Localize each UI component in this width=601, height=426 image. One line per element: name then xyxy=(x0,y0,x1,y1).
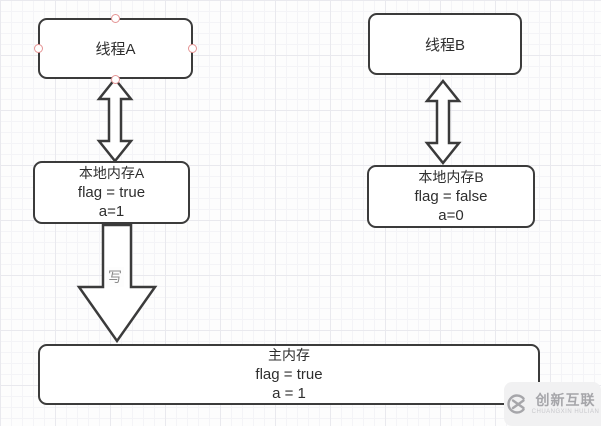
selection-handle-left[interactable] xyxy=(34,44,43,53)
cx-circle-x-logo-icon xyxy=(506,394,525,414)
watermark: 创新互联 CHUANGXIN HULIAN xyxy=(504,382,601,426)
watermark-brand: 创新互联 xyxy=(535,392,596,408)
selection-handle-bottom[interactable] xyxy=(111,75,120,84)
selection-handle-right[interactable] xyxy=(188,44,197,53)
shape-thread-b[interactable]: 线程B xyxy=(368,13,522,75)
local-memory-a-title: 本地内存A xyxy=(78,165,145,181)
main-memory-title: 主内存 xyxy=(268,347,310,363)
shape-main-memory[interactable]: 主内存 flag = true a = 1 xyxy=(38,344,540,405)
shape-local-memory-a[interactable]: 本地内存A flag = true a=1 xyxy=(33,161,190,224)
local-memory-b-title: 本地内存B xyxy=(418,169,484,185)
thread-b-label: 线程B xyxy=(424,36,465,54)
local-memory-b-flag: flag = false xyxy=(414,188,488,205)
write-edge-label[interactable]: 写 xyxy=(106,267,124,287)
main-memory-value: a = 1 xyxy=(272,385,306,402)
local-memory-a-flag: flag = true xyxy=(77,184,146,201)
thread-a-label: 线程A xyxy=(95,41,136,58)
bidirectional-arrow-b[interactable] xyxy=(421,78,465,166)
shape-local-memory-b[interactable]: 本地内存B flag = false a=0 xyxy=(367,165,535,228)
local-memory-b-value: a=0 xyxy=(438,207,464,224)
bidirectional-arrow-a[interactable] xyxy=(93,76,137,164)
watermark-text-column: 创新互联 CHUANGXIN HULIAN xyxy=(532,393,600,415)
shape-thread-a[interactable]: 线程A xyxy=(38,18,193,79)
selection-handle-top[interactable] xyxy=(111,14,120,23)
main-memory-flag: flag = true xyxy=(255,366,323,383)
local-memory-a-value: a=1 xyxy=(98,203,125,220)
watermark-tagline: CHUANGXIN HULIAN xyxy=(531,409,600,415)
